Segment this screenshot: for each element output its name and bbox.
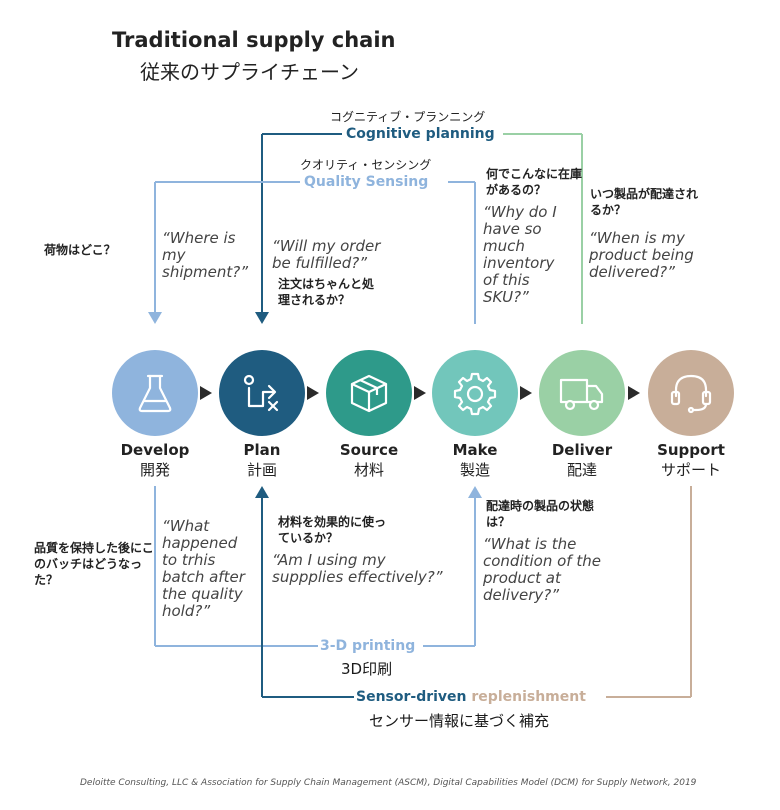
- stage-name: Source: [339, 441, 399, 459]
- make-bottom-question-en: “What is the condition of the product at…: [483, 535, 601, 604]
- arrow-deliver-support: [628, 386, 640, 400]
- develop-question-jp: 荷物はどこ？: [44, 243, 116, 257]
- quality-sensing-connector: [148, 181, 476, 324]
- plan-question-en: “Will my order be fulfilled?”: [272, 237, 381, 272]
- make-bottom-question-jp: 配達時の製品の状態は？: [486, 499, 595, 529]
- arrow-make-deliver: [520, 386, 532, 400]
- stage-name-jp: 材料: [353, 461, 384, 479]
- deliver-question-jp: いつ製品が配達されるか？: [590, 187, 699, 217]
- truck-icon: [559, 378, 604, 411]
- 3d-printing-connector: [154, 486, 482, 647]
- headset-icon: [670, 374, 712, 414]
- cognitive-planning-label: Cognitive planning: [346, 126, 495, 142]
- develop-stage-label: Develop 開発: [95, 440, 215, 480]
- stage-name-jp: 開発: [139, 461, 170, 479]
- stage-name-jp: サポート: [660, 461, 721, 479]
- arrow-develop-plan: [200, 386, 212, 400]
- source-node: [326, 350, 412, 436]
- gear-icon: [453, 372, 497, 416]
- sensor-label-part2: replenishment: [471, 689, 586, 705]
- box-icon: [350, 374, 388, 413]
- stage-name-jp: 計画: [246, 461, 277, 479]
- 3d-printing-label: 3-D printing: [320, 638, 416, 654]
- plan-bottom-question-jp: 材料を効果的に使っているか？: [278, 515, 387, 545]
- route-icon: [243, 374, 279, 412]
- arrow-source-make: [414, 386, 426, 400]
- deliver-node: [539, 350, 625, 436]
- sensor-replenishment-label-jp: センサー情報に基づく補充: [369, 712, 550, 730]
- cognitive-planning-connector: [255, 133, 583, 324]
- stage-name-jp: 配達: [566, 461, 597, 479]
- arrow-plan-source: [307, 386, 319, 400]
- quality-sensing-label-jp: クオリティ・センシング: [300, 158, 432, 172]
- make-question-en: “Why do I have so much inventory of this…: [483, 203, 557, 306]
- flask-icon: [138, 374, 172, 413]
- source-citation: Deloitte Consulting, LLC & Association f…: [80, 778, 697, 788]
- deliver-question-en: “When is my product being delivered?”: [589, 229, 694, 281]
- 3d-printing-label-jp: 3D印刷: [341, 660, 393, 678]
- plan-stage-label: Plan 計画: [202, 440, 322, 480]
- stage-name: Support: [657, 441, 725, 459]
- develop-bottom-question-jp: 品質を保持した後にこのバッチはどうなった？: [34, 541, 154, 587]
- develop-bottom-question-en: “What happened to trhis batch after the …: [162, 517, 245, 620]
- deliver-stage-label: Deliver 配達: [522, 440, 642, 480]
- plan-question-jp: 注文はちゃんと処理されるか？: [278, 277, 375, 307]
- plan-node: [219, 350, 305, 436]
- make-node: [432, 350, 518, 436]
- quality-sensing-label: Quality Sensing: [304, 174, 429, 190]
- sensor-replenishment-connector: [255, 486, 692, 698]
- stage-name-jp: 製造: [459, 461, 490, 479]
- stage-name: Develop: [120, 441, 190, 459]
- make-question-jp: 何でこんなに在庫があるの？: [486, 167, 583, 197]
- stage-name: Deliver: [551, 441, 613, 459]
- plan-bottom-question-en: “Am I using my suppplies effectively?”: [272, 551, 443, 586]
- source-stage-label: Source 材料: [309, 440, 429, 480]
- stage-name: Plan: [243, 441, 281, 459]
- sensor-label-part1: Sensor-driven: [356, 689, 472, 705]
- support-node: [648, 350, 734, 436]
- make-stage-label: Make 製造: [415, 440, 535, 480]
- cognitive-planning-label-jp: コグニティブ・プランニング: [330, 110, 486, 124]
- stage-name: Make: [452, 441, 498, 459]
- title-english: Traditional supply chain: [112, 28, 396, 52]
- sensor-replenishment-label: Sensor-driven replenishment: [356, 689, 586, 705]
- title-japanese: 従来のサプライチェーン: [140, 60, 359, 84]
- develop-node: [112, 350, 198, 436]
- support-stage-label: Support サポート: [631, 440, 751, 480]
- develop-question-en: “Where is my shipment?”: [162, 229, 248, 281]
